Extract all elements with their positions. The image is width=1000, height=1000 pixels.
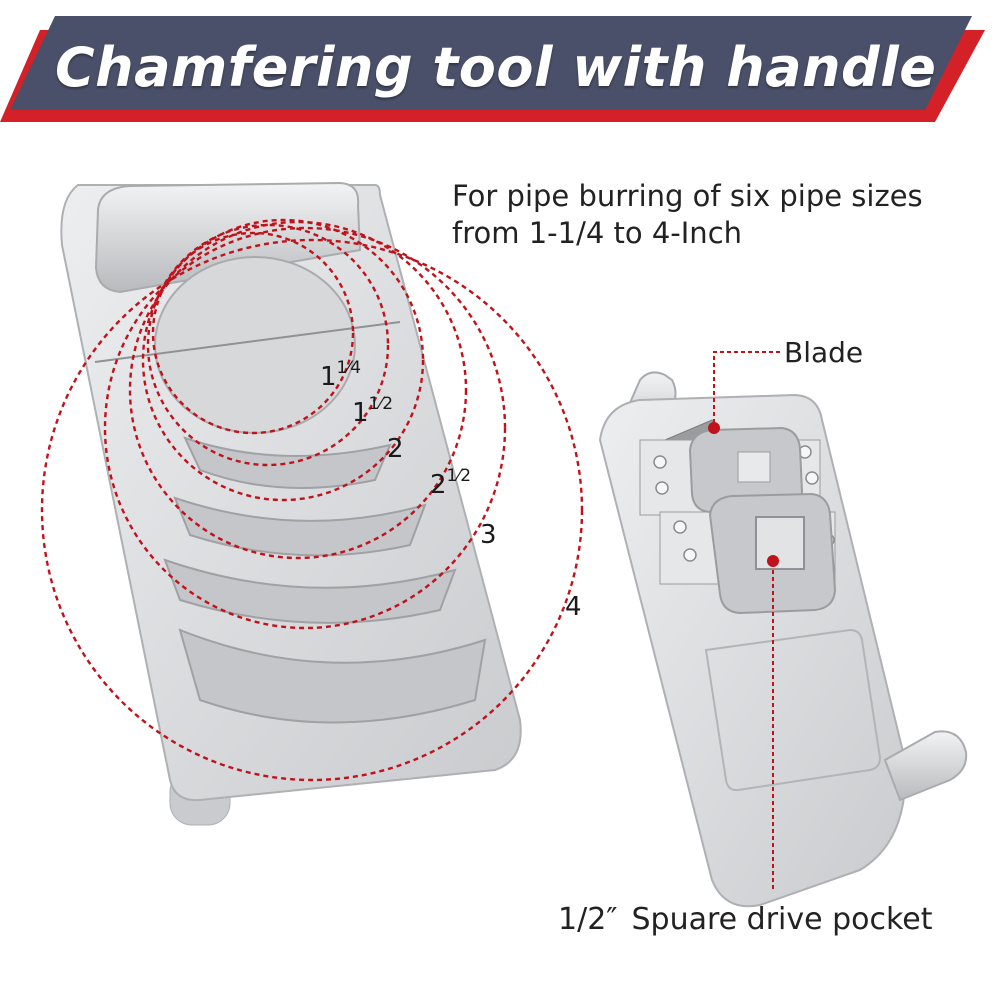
size-label-2-1-2: 21⁄2 bbox=[430, 466, 472, 500]
size-circle-3 bbox=[103, 226, 507, 630]
drive-pocket-text: Spuare drive pocket bbox=[631, 902, 933, 937]
size-circle-2 bbox=[141, 218, 425, 502]
description-line-2: from 1-1/4 to 4-Inch bbox=[452, 216, 743, 250]
handle-tool bbox=[598, 371, 968, 908]
chamfer-body-tool bbox=[60, 181, 522, 826]
page-title: Chamfering tool with handle bbox=[55, 36, 937, 99]
size-circle-1-1-2 bbox=[146, 223, 390, 467]
description-line-1: For pipe burring of six pipe sizes bbox=[452, 179, 923, 213]
size-label-2: 2 bbox=[387, 434, 404, 464]
size-label-1-1-4: 11⁄4 bbox=[320, 358, 362, 392]
size-label-1-1-2: 11⁄2 bbox=[352, 394, 394, 428]
title-banner bbox=[0, 16, 985, 122]
product-description: For pipe burring of six pipe sizes from … bbox=[452, 178, 923, 252]
blade-marker bbox=[708, 422, 720, 434]
size-label-3: 3 bbox=[480, 520, 497, 550]
drive-pocket-label: 1/2″ Spuare drive pocket bbox=[558, 902, 933, 937]
blade-callout bbox=[713, 351, 780, 430]
banner-dark-band bbox=[10, 16, 972, 110]
drive-size-text: 1/2″ bbox=[558, 902, 618, 937]
size-circle-4 bbox=[40, 238, 584, 782]
size-circle-1-1-4 bbox=[151, 231, 355, 435]
size-circle-2-1-2 bbox=[128, 220, 468, 560]
blade-label: Blade bbox=[784, 336, 864, 369]
size-label-4: 4 bbox=[565, 592, 582, 622]
pipe-size-circles bbox=[40, 218, 584, 782]
drive-marker bbox=[767, 555, 779, 567]
